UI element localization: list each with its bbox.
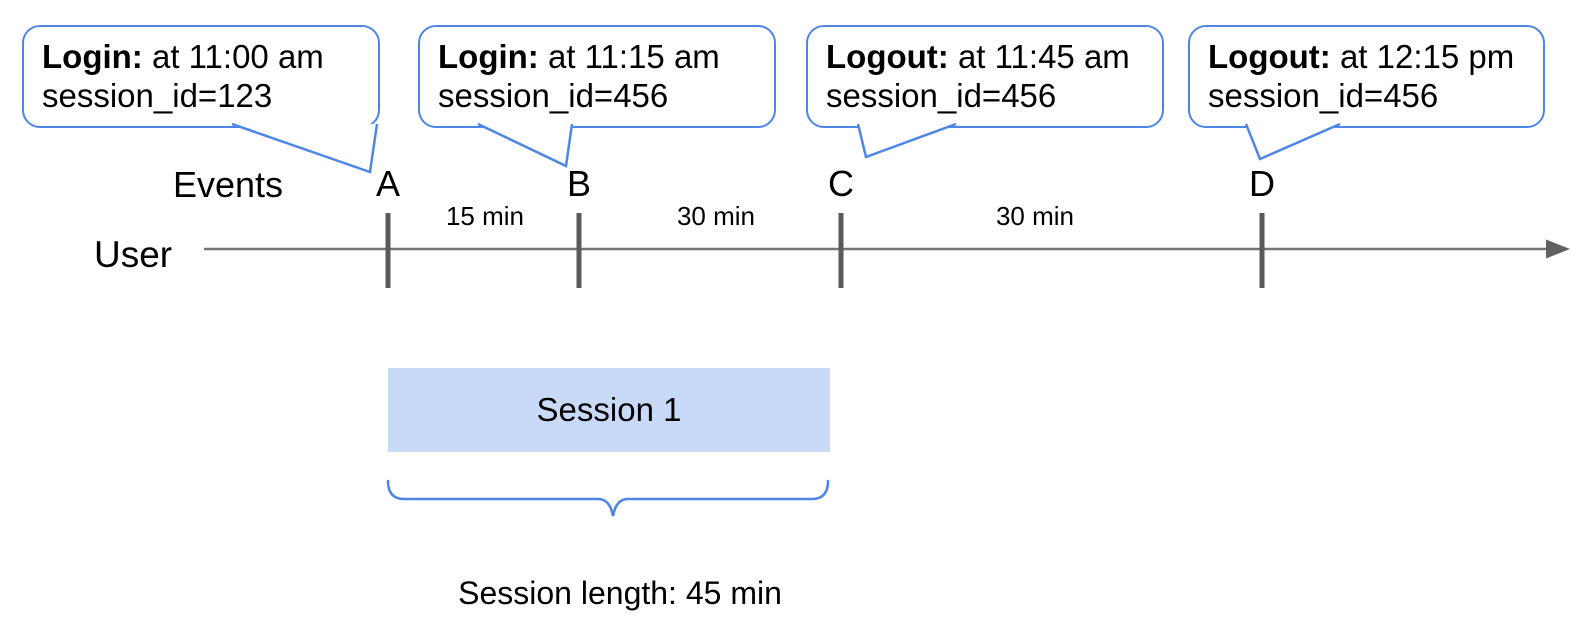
callout-session-id: session_id=456: [438, 77, 669, 114]
events-axis-label: Events: [173, 164, 284, 205]
session-brace: [386, 479, 830, 517]
tick-label-d: D: [1249, 163, 1275, 204]
callout-event-time: at 12:15 pm: [1330, 38, 1515, 75]
callout-tail-b: [477, 122, 574, 168]
callout-session-id: session_id=456: [826, 77, 1057, 114]
tick-label-b: B: [566, 163, 592, 204]
callout-event-time: at 11:00 am: [142, 38, 324, 75]
tick-label-a: A: [375, 163, 401, 204]
callout-event-type: Login:: [42, 38, 143, 75]
tick-label-c: C: [828, 163, 854, 204]
callout-tail-c: [856, 122, 957, 159]
callout-logout-d: Logout: at 12:15 pm session_id=456: [1188, 25, 1545, 128]
session-length-label: Session length: 45 min: [458, 575, 782, 611]
callout-event-line: Logout: at 11:45 am: [826, 37, 1154, 76]
callout-event-line: Login: at 11:00 am: [42, 37, 370, 76]
callout-event-type: Logout:: [1208, 38, 1331, 75]
callout-event-type: Logout:: [826, 38, 949, 75]
interval-label-cd: 30 min: [995, 201, 1075, 231]
callout-event-time: at 11:15 am: [538, 38, 720, 75]
callout-login-b: Login: at 11:15 am session_id=456: [418, 25, 776, 128]
callout-tail-d: [1244, 122, 1341, 161]
interval-label-ab: 15 min: [445, 201, 525, 231]
callout-session-id: session_id=123: [42, 77, 273, 114]
session-1-box: Session 1: [388, 368, 830, 452]
timeline-arrowhead-icon: [1546, 239, 1570, 259]
callout-event-time: at 11:45 am: [948, 38, 1130, 75]
user-row-label: User: [94, 234, 173, 275]
callout-login-a: Login: at 11:00 am session_id=123: [22, 25, 380, 128]
interval-label-bc: 30 min: [676, 201, 756, 231]
callout-logout-c: Logout: at 11:45 am session_id=456: [806, 25, 1164, 128]
callout-event-type: Login:: [438, 38, 539, 75]
callout-event-line: Logout: at 12:15 pm: [1208, 37, 1535, 76]
callout-session-id: session_id=456: [1208, 77, 1439, 114]
callout-event-line: Login: at 11:15 am: [438, 37, 766, 76]
session-1-label: Session 1: [536, 391, 682, 428]
